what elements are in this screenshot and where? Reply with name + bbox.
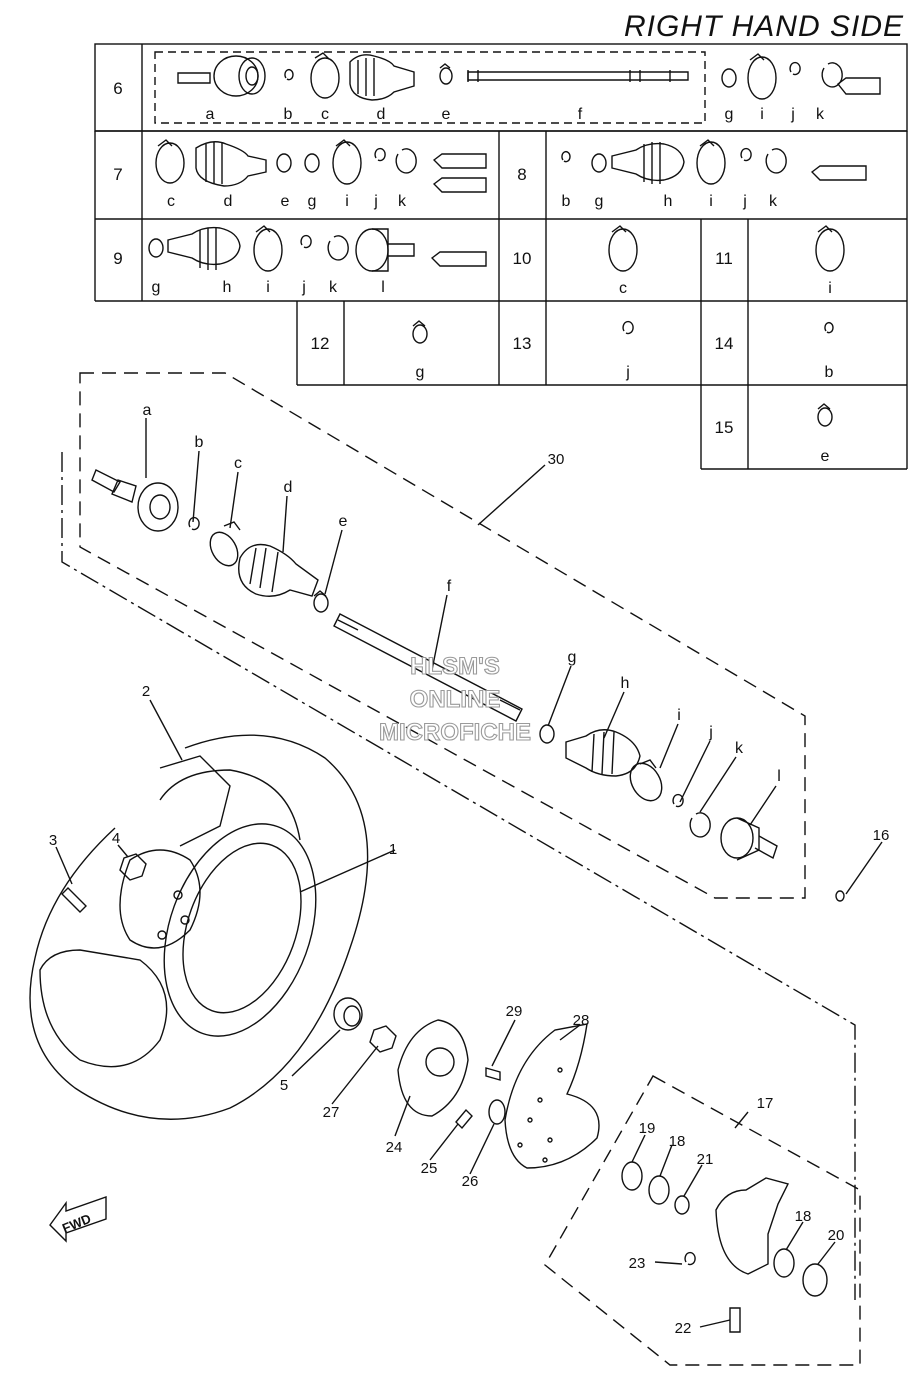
- shaft-label-f: f: [447, 578, 452, 595]
- row-7-parts: [155, 139, 487, 193]
- callout-5: 5: [280, 1077, 288, 1094]
- row8-label-b: b: [562, 193, 571, 210]
- row6-label-b: b: [284, 106, 293, 123]
- row6-label-c: c: [321, 106, 329, 123]
- row7-label-e: e: [281, 193, 290, 210]
- single-part-cells: [412, 225, 845, 427]
- callout-27: 27: [323, 1104, 340, 1121]
- row8-label-i: i: [709, 193, 713, 210]
- row8-label-j: j: [742, 193, 747, 210]
- row7-label-d: d: [224, 193, 233, 210]
- row-num-12: 12: [311, 334, 330, 353]
- watermark-line-2: ONLINE: [409, 685, 501, 713]
- fwd-arrow-icon: FWD: [49, 1196, 107, 1243]
- row9-label-h: h: [223, 279, 232, 296]
- row-num-6: 6: [113, 79, 122, 98]
- watermark-line-3: MICROFICHE: [378, 718, 531, 746]
- watermark-line-1: HLSM'S: [410, 652, 501, 680]
- row9-label-k: k: [329, 279, 338, 296]
- shaft-label-k: k: [735, 740, 744, 757]
- row9-label-g: g: [152, 279, 161, 296]
- shaft-label-j: j: [708, 724, 713, 741]
- row7-label-j: j: [373, 193, 378, 210]
- row-num-10: 10: [513, 249, 532, 268]
- callout-16: 16: [873, 827, 890, 844]
- row6-label-k: k: [816, 106, 825, 123]
- callout-30: 30: [548, 451, 565, 468]
- shaft-label-l: l: [777, 768, 781, 785]
- callout-2: 2: [142, 683, 150, 700]
- row-num-15: 15: [715, 418, 734, 437]
- wheel-assembly: [29, 699, 883, 1175]
- shaft-label-g: g: [568, 649, 577, 666]
- shaft-assembly-outline: [61, 372, 856, 1300]
- row-8-parts: [561, 139, 867, 185]
- shaft-parts: [91, 418, 778, 861]
- callout-23: 23: [629, 1255, 646, 1272]
- callout-24: 24: [386, 1139, 403, 1156]
- row6-label-f: f: [578, 106, 583, 123]
- watermark: HLSM'S ONLINE MICROFICHE: [355, 650, 555, 749]
- callout-3: 3: [49, 832, 57, 849]
- shaft-label-e: e: [339, 513, 348, 530]
- row8-label-k: k: [769, 193, 778, 210]
- row6-label-i: i: [760, 106, 764, 123]
- row-num-9: 9: [113, 249, 122, 268]
- row6-label-e: e: [442, 106, 451, 123]
- row-num-7: 7: [113, 165, 122, 184]
- callout-1: 1: [389, 841, 397, 858]
- callout-25: 25: [421, 1160, 438, 1177]
- callout-28: 28: [573, 1012, 590, 1029]
- shaft-label-b: b: [195, 434, 204, 451]
- callout-21: 21: [697, 1151, 714, 1168]
- row13-label-j: j: [625, 364, 630, 381]
- shaft-label-h: h: [621, 675, 630, 692]
- row-num-14: 14: [715, 334, 734, 353]
- row14-label-b: b: [825, 364, 834, 381]
- shaft-label-a: a: [143, 402, 152, 419]
- page-title: RIGHT HAND SIDE: [623, 10, 904, 43]
- callout-17: 17: [757, 1095, 774, 1112]
- row-num-8: 8: [517, 165, 526, 184]
- row6-label-g: g: [725, 106, 734, 123]
- shaft-label-i: i: [677, 707, 681, 724]
- row6-label-j: j: [790, 106, 795, 123]
- row-num-11: 11: [715, 249, 733, 268]
- row15-label-e: e: [821, 448, 830, 465]
- shaft-label-c: c: [234, 455, 242, 472]
- callout-4: 4: [112, 830, 120, 847]
- callout-29: 29: [506, 1003, 523, 1020]
- row9-label-i: i: [266, 279, 270, 296]
- kit-table: [94, 43, 908, 470]
- row9-label-l: l: [381, 279, 385, 296]
- row9-label-j: j: [301, 279, 306, 296]
- fwd-label: FWD: [60, 1211, 93, 1236]
- knuckle-assembly: [544, 1075, 861, 1366]
- callout-22: 22: [675, 1320, 692, 1337]
- row6-label-a: a: [206, 106, 215, 123]
- callout-20: 20: [828, 1227, 845, 1244]
- row7-label-i: i: [345, 193, 349, 210]
- row7-label-c: c: [167, 193, 175, 210]
- callout-26: 26: [462, 1173, 479, 1190]
- row8-label-h: h: [664, 193, 673, 210]
- row-6-parts: [177, 52, 881, 101]
- shaft-label-d: d: [284, 479, 293, 496]
- row12-label-g: g: [416, 364, 425, 381]
- row8-label-g: g: [595, 193, 604, 210]
- row-num-13: 13: [513, 334, 532, 353]
- row-9-parts: [148, 225, 487, 272]
- row6-label-d: d: [377, 106, 386, 123]
- callout-18-lower: 18: [795, 1208, 812, 1225]
- row7-label-k: k: [398, 193, 407, 210]
- row11-label-i: i: [828, 280, 832, 297]
- row10-label-c: c: [619, 280, 627, 297]
- row7-label-g: g: [308, 193, 317, 210]
- callout-18-upper: 18: [669, 1133, 686, 1150]
- callout-19: 19: [639, 1120, 656, 1137]
